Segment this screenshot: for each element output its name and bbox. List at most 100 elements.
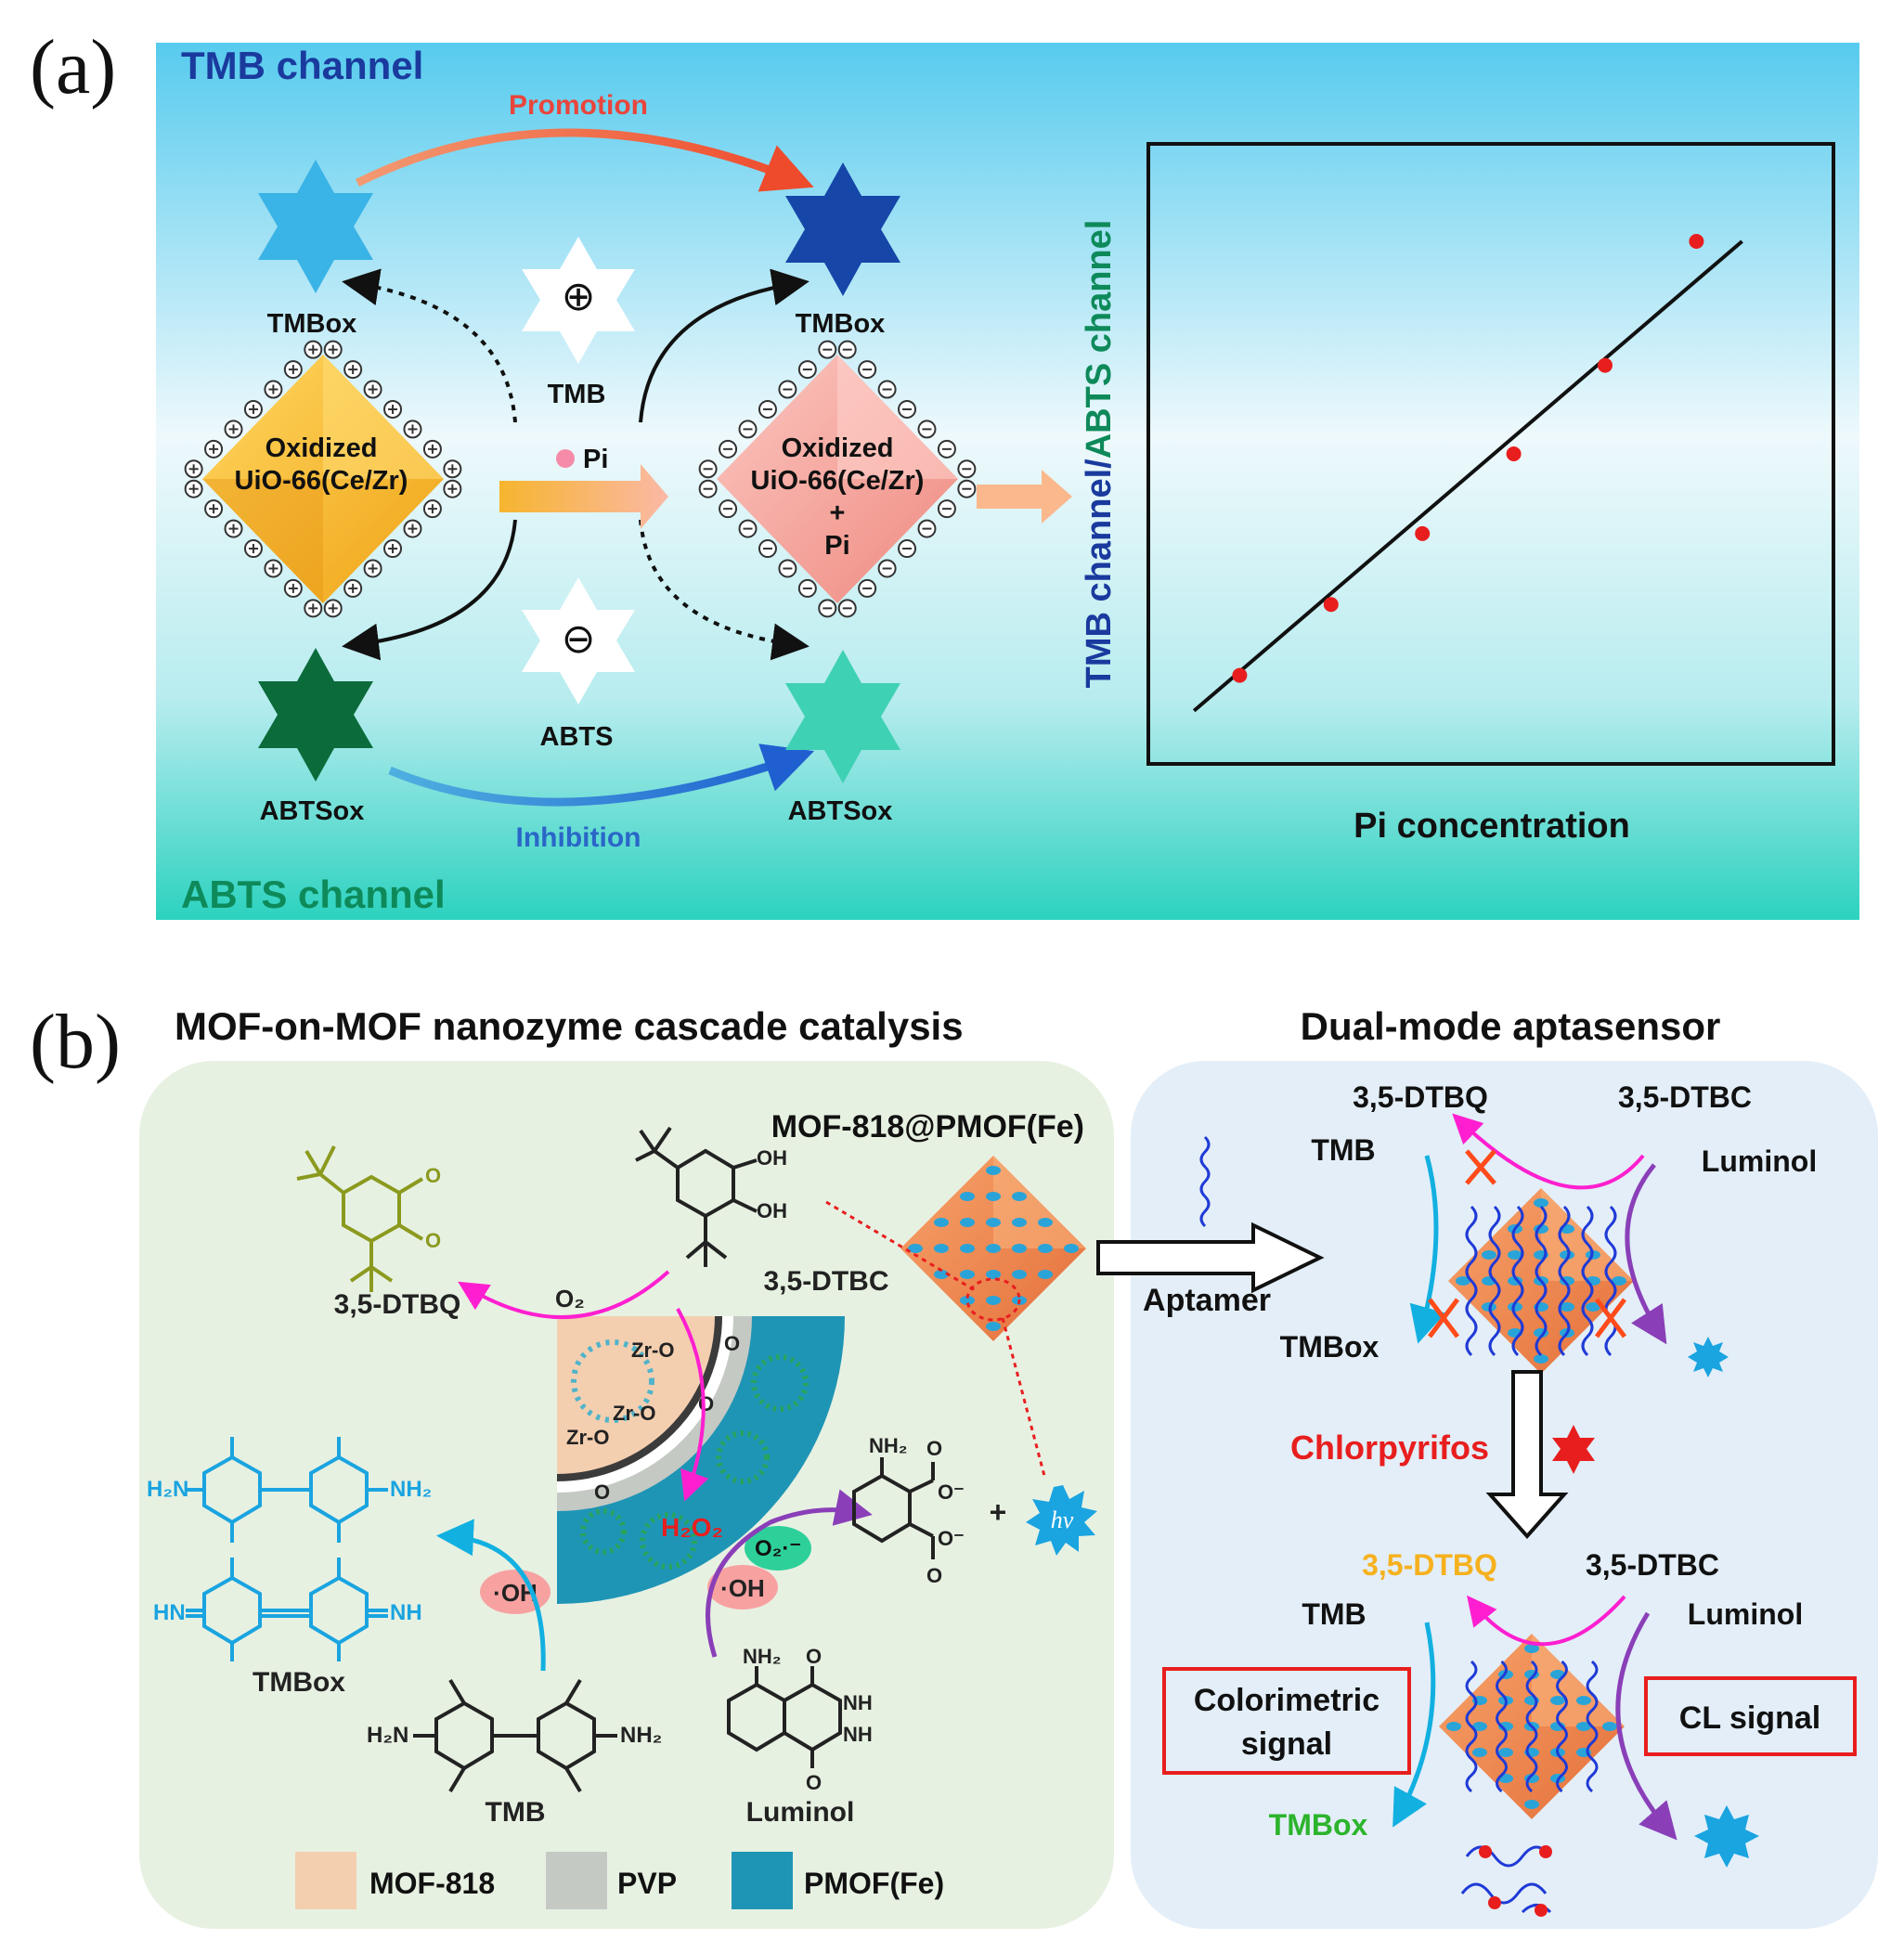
right-octa-line2: UiO-66(Ce/Zr) (751, 466, 925, 496)
luminol-amine: NH₂ (743, 1645, 782, 1668)
legend-swatch-1 (295, 1852, 356, 1909)
dtbc-structure (635, 1126, 758, 1267)
luminol-nh-2: NH (843, 1723, 873, 1746)
oxidized-uio66-pi-octahedron: Oxidized UiO-66(Ce/Zr) + Pi (698, 340, 977, 618)
luminol-o-top: O (806, 1645, 822, 1668)
plot-frame (1146, 142, 1835, 766)
ap-o4: O (926, 1564, 942, 1587)
luminol-oxidation-arrow (706, 1489, 873, 1658)
zro-2: Zr-O (613, 1402, 655, 1425)
sensor-top-dtbq: 3,5-DTBQ (1353, 1080, 1488, 1114)
tmb-nh2: NH₂ (620, 1723, 662, 1748)
dtbc-oh-1: OH (757, 1146, 787, 1170)
mof-octahedron-left (825, 1156, 1086, 1477)
panel-a: (a) TMB channel ABTS channel Promotion I… (30, 24, 1859, 920)
promotion-arrow (355, 128, 814, 192)
data-point-5 (1598, 357, 1613, 373)
tmbox-structure (186, 1437, 388, 1661)
plot-ylabel-sep: / (1080, 459, 1119, 469)
tmbox-right-label: TMBox (796, 309, 886, 339)
h2o2-label: H₂O₂ (661, 1513, 723, 1542)
tmb-h2n: H₂N (367, 1723, 408, 1748)
plus-sign-icon: ⊕ (562, 274, 596, 319)
dtbq-ketone-2: O (425, 1229, 441, 1252)
tmbox-nh: NH (390, 1600, 422, 1625)
data-point-2 (1323, 597, 1339, 613)
tmbox-hn: HN (153, 1600, 186, 1625)
carbonyl-2: O (698, 1392, 714, 1416)
tmbox-nh2: NH₂ (390, 1477, 432, 1502)
dtbc-oh-2: OH (757, 1199, 787, 1222)
luminol-structure (727, 1666, 842, 1768)
tmb-channel-label: TMB channel (181, 44, 423, 87)
minus-sign-icon: ⊖ (562, 616, 596, 662)
panel-a-letter: (a) (30, 24, 116, 110)
sensor-top-luminol: Luminol (1702, 1144, 1817, 1178)
right-title: Dual-mode aptasensor (1301, 1004, 1721, 1048)
panel-b: (b) MOF-on-MOF nanozyme cascade catalysi… (30, 999, 1878, 1929)
ap-o2: O⁻ (938, 1480, 965, 1504)
left-octa-line2: UiO-66(Ce/Zr) (235, 466, 408, 496)
tmb-white-star (522, 237, 635, 364)
dotted-arrow-to-abtsox-right (639, 519, 810, 661)
left-octa-line1: Oxidized (266, 433, 378, 463)
abtsox-right-star (785, 650, 900, 783)
data-point-3 (1415, 525, 1431, 541)
oh-radical-1-blob (480, 1570, 550, 1614)
arrow-to-abtsox-left (342, 519, 517, 661)
abts-white-star (522, 577, 635, 705)
dotted-arrow-to-tmbox-left (342, 268, 517, 423)
sensor-bottom-tmbox: TMBox (1269, 1808, 1368, 1842)
abts-channel-label: ABTS channel (181, 873, 446, 916)
data-point-4 (1506, 446, 1522, 461)
tmbox-right-star (785, 162, 900, 296)
legend-label-1: MOF-818 (369, 1867, 495, 1900)
tmb-to-tmbox-arrow (436, 1519, 546, 1672)
data-point-6 (1689, 233, 1704, 249)
dtbq-structure (296, 1145, 424, 1292)
tmb-label: TMB (548, 380, 606, 409)
carbonyl-1: O (724, 1332, 740, 1355)
chlorpyrifos-label: Chlorpyrifos (1290, 1428, 1489, 1467)
mof-label: MOF-818@PMOF(Fe) (771, 1109, 1084, 1144)
fit-line (1192, 239, 1743, 713)
promotion-label: Promotion (509, 90, 648, 121)
sensor-top-dtbc: 3,5-DTBC (1618, 1080, 1752, 1114)
hv-label: hv (1051, 1506, 1074, 1533)
plot-ylabel: TMB channel/ABTS channel (1080, 220, 1119, 689)
hv-burst-icon (1026, 1485, 1097, 1556)
aminophthalate-structure (852, 1457, 935, 1559)
luminol-o-bottom: O (806, 1771, 822, 1794)
sensor-bottom-luminol: Luminol (1688, 1597, 1803, 1631)
sensor-top-tmb: TMB (1311, 1133, 1375, 1167)
tmbox-struct-label: TMBox (253, 1667, 345, 1698)
legend-swatch-2 (546, 1852, 607, 1909)
arrow-to-tmbox-right (639, 268, 810, 423)
right-octa-line1: Oxidized (782, 433, 894, 463)
tmbox-left-label: TMBox (267, 309, 357, 339)
tmb-struct-label: TMB (486, 1797, 546, 1828)
pi-label: Pi (583, 445, 608, 474)
luminol-nh-1: NH (843, 1691, 873, 1714)
luminol-label: Luminol (746, 1797, 855, 1828)
abtsox-right-label: ABTSox (788, 796, 893, 826)
sensor-top-tmbox: TMBox (1280, 1330, 1379, 1364)
chlorpyrifos-arrow (1485, 1370, 1569, 1540)
abts-label: ABTS (540, 722, 614, 752)
o2-label: O₂ (555, 1285, 585, 1312)
right-octa-line3: + (830, 498, 846, 528)
inhibition-arrow (388, 743, 815, 807)
sensor-bottom: 3,5-DTBQ 3,5-DTBC TMB Luminol TMBox Colo… (1162, 1548, 1857, 1917)
ratio-plot: Pi concentration TMB channel/ABTS channe… (1080, 142, 1835, 846)
ap-amine: NH₂ (869, 1434, 908, 1457)
dtbc-to-dtbq-arrow (458, 1270, 670, 1320)
cl-label: CL signal (1679, 1700, 1820, 1736)
panel-b-letter: (b) (30, 999, 121, 1085)
oh-radical-2: ·OH (720, 1574, 765, 1602)
zro-1: Zr-O (631, 1338, 674, 1362)
to-plot-arrow (977, 470, 1072, 524)
data-point-1 (1232, 667, 1248, 683)
oxidized-uio66-octahedron: Oxidized UiO-66(Ce/Zr) (184, 340, 462, 618)
aptamer-strand-icon (1199, 1135, 1211, 1228)
plot-ylabel-abts: ABTS channel (1080, 220, 1119, 459)
